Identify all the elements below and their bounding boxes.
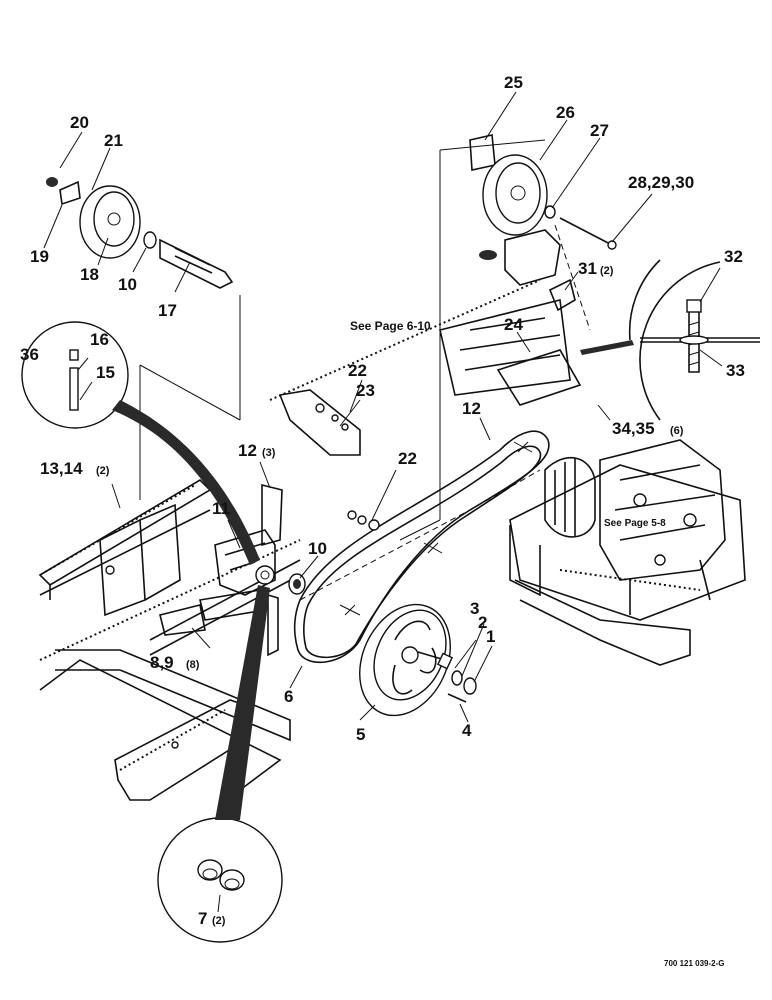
note-see-page-6-10: See Page 6-10 — [350, 319, 431, 333]
label-part-27: 27 — [590, 121, 609, 140]
label-part-1: 1 — [486, 627, 495, 646]
label-part-22-lower: 22 — [398, 449, 417, 468]
label-part-26: 26 — [556, 103, 575, 122]
label-part-6: 6 — [284, 687, 293, 706]
detail-circle-32 — [580, 259, 760, 421]
label-part-19: 19 — [30, 247, 49, 266]
label-part-4: 4 — [462, 721, 472, 740]
label-part-21: 21 — [104, 131, 123, 150]
lower-pulley — [359, 603, 477, 717]
label-part-31: 31 — [578, 259, 597, 278]
label-part-12-right: 12 — [462, 399, 481, 418]
label-part-13-14: 13,14 — [40, 459, 83, 478]
label-part-2: 2 — [478, 613, 487, 632]
label-part-13-14-qty: (2) — [96, 465, 110, 477]
label-part-33: 33 — [726, 361, 745, 380]
label-part-11: 11 — [212, 499, 230, 518]
label-part-32: 32 — [724, 247, 743, 266]
label-part-16: 16 — [90, 330, 109, 349]
label-part-34-35: 34,35 — [612, 419, 655, 438]
label-part-7-qty: (2) — [212, 915, 226, 927]
label-part-5: 5 — [356, 725, 365, 744]
idler-bracket — [214, 483, 306, 657]
label-part-12-left-qty: (3) — [262, 447, 276, 459]
label-part-31-qty: (2) — [600, 265, 614, 277]
label-part-25: 25 — [504, 73, 523, 92]
mid-bracket — [278, 389, 380, 531]
note-see-page-5-8: See Page 5-8 — [604, 518, 666, 529]
document-id: 700 121 039-2-G — [664, 959, 725, 968]
label-part-7: 7 — [198, 909, 207, 928]
label-part-34-35-qty: (6) — [670, 425, 684, 437]
label-part-10-lower: 10 — [308, 539, 327, 558]
upper-idler-assembly — [269, 134, 617, 520]
label-part-8-9-qty: (8) — [186, 659, 200, 671]
label-part-24: 24 — [504, 315, 523, 334]
label-part-18: 18 — [80, 265, 99, 284]
label-part-28-30: 28,29,30 — [628, 173, 694, 192]
label-part-22-upper: 22 — [348, 361, 367, 380]
label-part-10-upper: 10 — [118, 275, 137, 294]
label-part-3: 3 — [470, 599, 479, 618]
upper-left-idler — [46, 177, 241, 500]
detail-circle-7 — [157, 585, 283, 943]
label-part-15: 15 — [96, 363, 115, 382]
detail-circle-36 — [21, 321, 260, 565]
leader-lines — [43, 91, 723, 913]
label-part-8-9: 8,9 — [150, 653, 174, 672]
label-part-36: 36 — [20, 345, 39, 364]
drive-belt — [293, 430, 550, 664]
pump-assembly — [509, 439, 746, 666]
label-part-17: 17 — [158, 301, 177, 320]
label-part-12-left: 12 — [238, 441, 257, 460]
label-part-20: 20 — [70, 113, 89, 132]
label-part-23: 23 — [356, 381, 375, 400]
part-labels: 20 21 19 18 10 17 36 16 15 13,14 (2) 11 … — [20, 73, 745, 928]
belt-centerlines — [299, 441, 541, 616]
